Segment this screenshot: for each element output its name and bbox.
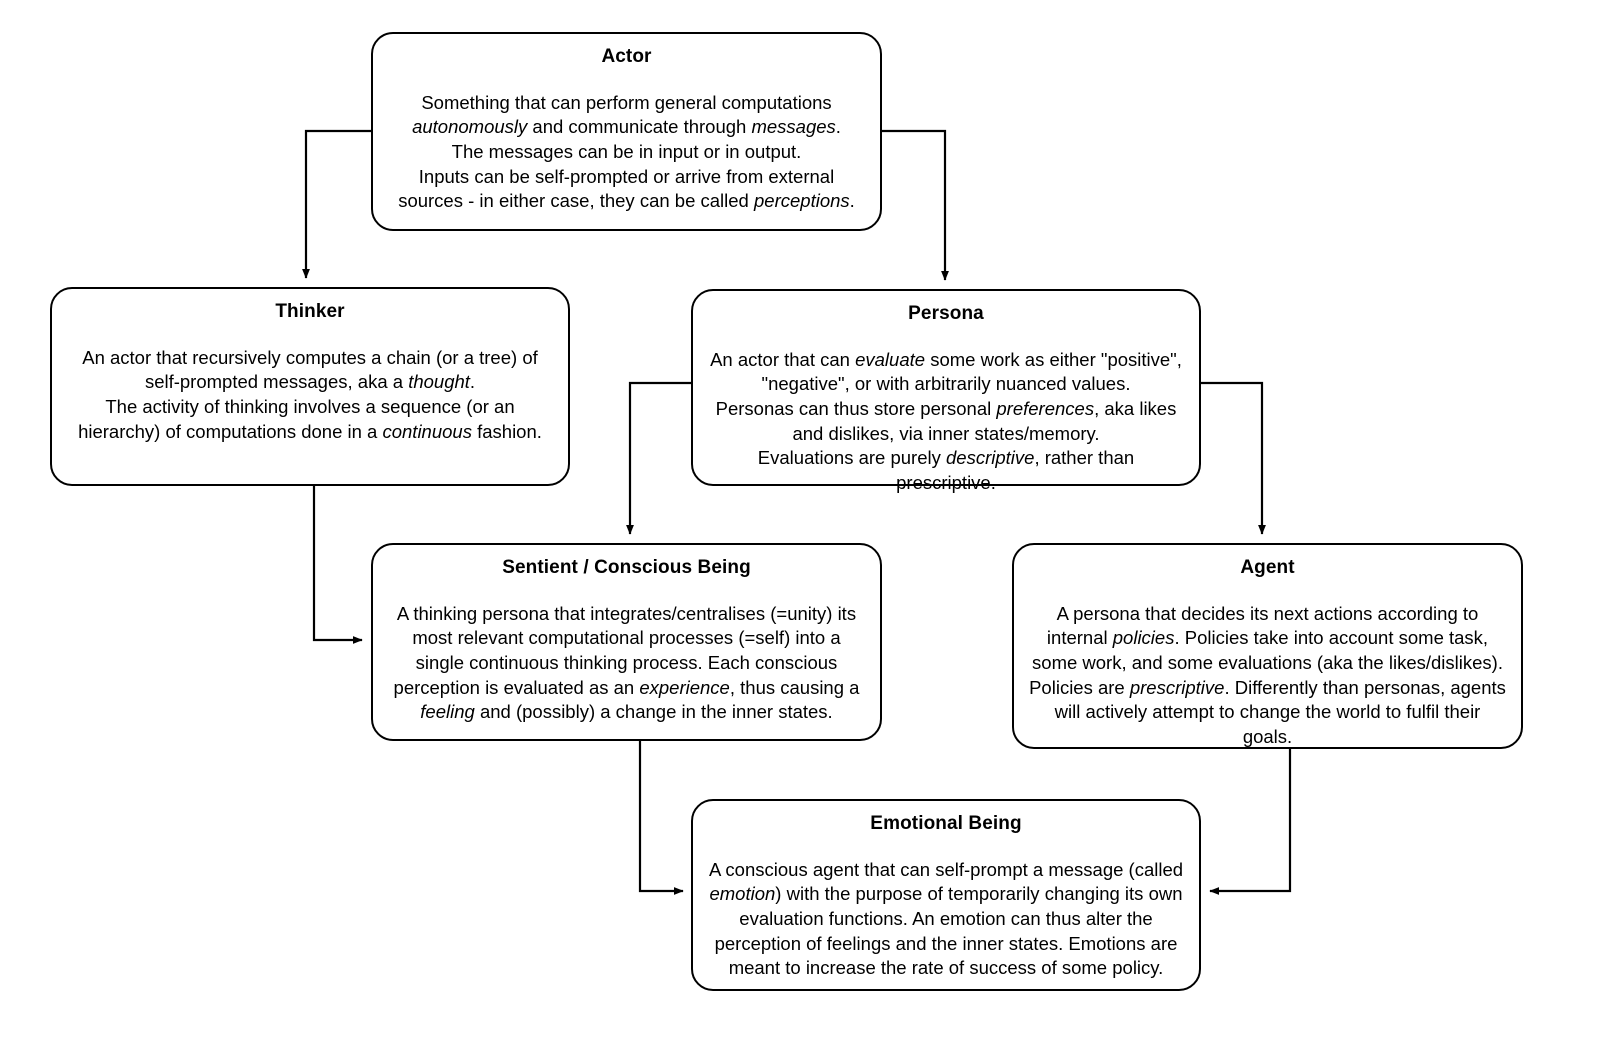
node-sentient-conscious-being[interactable]: Sentient / Conscious Being A thinking pe… (371, 543, 882, 741)
edge-actor-to-thinker (302, 129, 371, 279)
node-sentient-body: A thinking persona that integrates/centr… (393, 602, 860, 723)
node-emotional-title: Emotional Being (870, 813, 1022, 834)
node-agent-title: Agent (1240, 557, 1295, 578)
node-actor-body: Something that can perform general compu… (398, 91, 855, 212)
edge-actor-to-persona (882, 129, 949, 281)
node-actor-title: Actor (601, 46, 652, 67)
node-agent[interactable]: Agent A persona that decides its next ac… (1012, 543, 1523, 749)
node-emotional-being[interactable]: Emotional Being A conscious agent that c… (691, 799, 1201, 991)
node-persona-body: An actor that can evaluate some work as … (710, 348, 1182, 493)
node-thinker[interactable]: Thinker An actor that recursively comput… (50, 287, 570, 486)
node-actor[interactable]: Actor Something that can perform general… (371, 32, 882, 231)
edge-persona-to-sentient (626, 381, 691, 535)
edge-sentient-to-emotional (638, 741, 684, 895)
node-persona-title: Persona (908, 303, 984, 324)
node-persona[interactable]: Persona An actor that can evaluate some … (691, 289, 1201, 493)
edge-persona-to-agent (1201, 381, 1266, 535)
node-thinker-body: An actor that recursively computes a cha… (78, 346, 542, 442)
node-thinker-title: Thinker (275, 301, 345, 322)
edge-thinker-to-sentient (312, 486, 363, 644)
node-emotional-body: A conscious agent that can self-prompt a… (708, 858, 1184, 979)
edge-agent-to-emotional (1209, 749, 1292, 895)
node-agent-body: A persona that decides its next actions … (1029, 602, 1506, 747)
node-sentient-title: Sentient / Conscious Being (502, 557, 751, 578)
